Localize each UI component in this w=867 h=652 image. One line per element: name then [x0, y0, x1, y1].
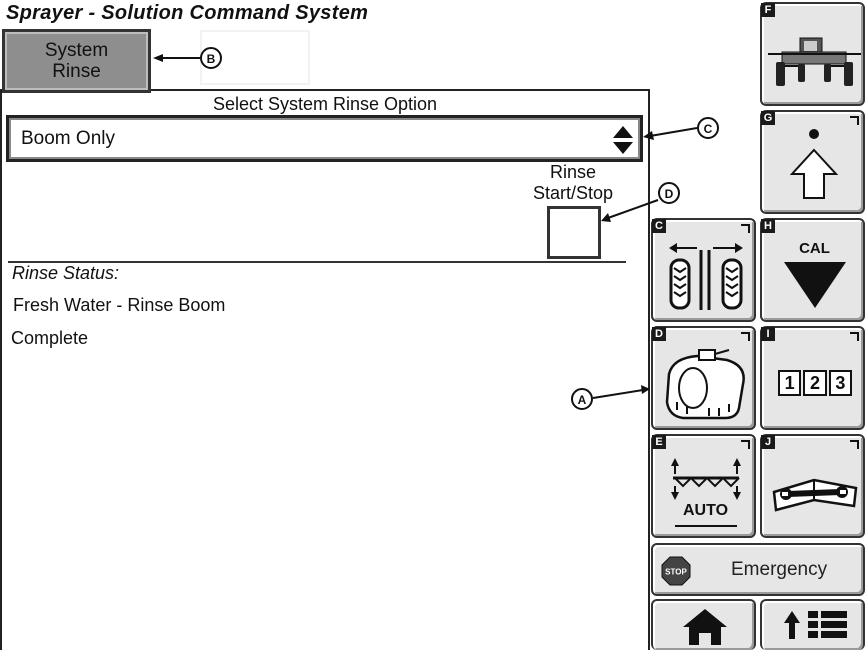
sprayer-view-button[interactable]: F	[760, 2, 865, 106]
rinse-status-label: Rinse Status:	[12, 263, 120, 283]
wrench-manual-icon	[772, 478, 858, 512]
emergency-label: Emergency	[731, 559, 828, 580]
rinse-status-line: Fresh Water - Rinse Boom	[13, 295, 226, 315]
rinse-start-stop-button[interactable]	[547, 206, 601, 259]
emergency-button[interactable]: STOP Emergency	[651, 543, 865, 596]
select-rinse-heading: Select System Rinse Option	[212, 94, 438, 114]
tank-icon	[665, 349, 745, 420]
boom-height-auto-icon	[671, 458, 741, 527]
corner-mark-icon	[741, 440, 750, 449]
menu-button[interactable]	[760, 599, 865, 650]
rinse-panel	[0, 89, 650, 650]
stop-sign-icon: STOP	[661, 556, 691, 586]
calibration-triangle-icon	[784, 262, 846, 308]
rinse-option-select[interactable]: Boom Only	[6, 115, 643, 162]
screen-up-button[interactable]: G	[760, 110, 865, 214]
tank-button[interactable]: D	[651, 326, 756, 430]
button-letter: I	[761, 327, 775, 341]
system-rinse-label: System Rinse	[44, 40, 109, 82]
digit-box: 2	[803, 370, 827, 396]
corner-mark-icon	[850, 332, 859, 341]
app-title: Sprayer - Solution Command System	[6, 2, 369, 24]
system-rinse-button[interactable]: System Rinse	[2, 29, 151, 93]
up-down-arrows-icon	[613, 126, 633, 154]
rinse-status-line: Complete	[11, 328, 89, 348]
home-icon	[683, 609, 727, 645]
corner-mark-icon	[850, 440, 859, 449]
numeric-button[interactable]: I 1 2 3	[760, 326, 865, 430]
button-letter: J	[761, 435, 775, 449]
callout-a: A	[571, 388, 593, 410]
callout-c: C	[697, 117, 719, 139]
rinse-start-stop-label: Rinse Start/Stop	[532, 162, 614, 203]
boom-height-auto-button[interactable]: E AUTO	[651, 434, 756, 538]
corner-mark-icon	[741, 332, 750, 341]
divider	[8, 261, 626, 263]
button-letter: D	[652, 327, 666, 341]
rinse-option-value: Boom Only	[21, 128, 115, 149]
track-width-icon	[669, 243, 743, 310]
callout-b: B	[200, 47, 222, 69]
home-button[interactable]	[651, 599, 756, 650]
button-letter: G	[761, 111, 775, 125]
callout-d: D	[658, 182, 680, 204]
corner-mark-icon	[850, 116, 859, 125]
button-letter: H	[761, 219, 775, 233]
auto-label: AUTO	[682, 502, 729, 519]
stop-sign-text: STOP	[665, 568, 687, 577]
calibration-button[interactable]: H CAL	[760, 218, 865, 322]
numeric-keypad-icon: 1 2 3	[778, 370, 852, 396]
diagnostics-button[interactable]: J	[760, 434, 865, 538]
sprayer-machine-icon	[768, 37, 861, 86]
corner-mark-icon	[741, 224, 750, 233]
arrow-up-outline-icon	[789, 129, 839, 199]
digit-box: 3	[828, 370, 852, 396]
track-width-button[interactable]: C	[651, 218, 756, 322]
button-letter: C	[652, 219, 666, 233]
button-letter: F	[761, 3, 775, 17]
up-arrow-menu-icon	[784, 611, 847, 639]
cal-label: CAL	[799, 240, 830, 257]
button-letter: E	[652, 435, 666, 449]
digit-box: 1	[778, 370, 802, 396]
